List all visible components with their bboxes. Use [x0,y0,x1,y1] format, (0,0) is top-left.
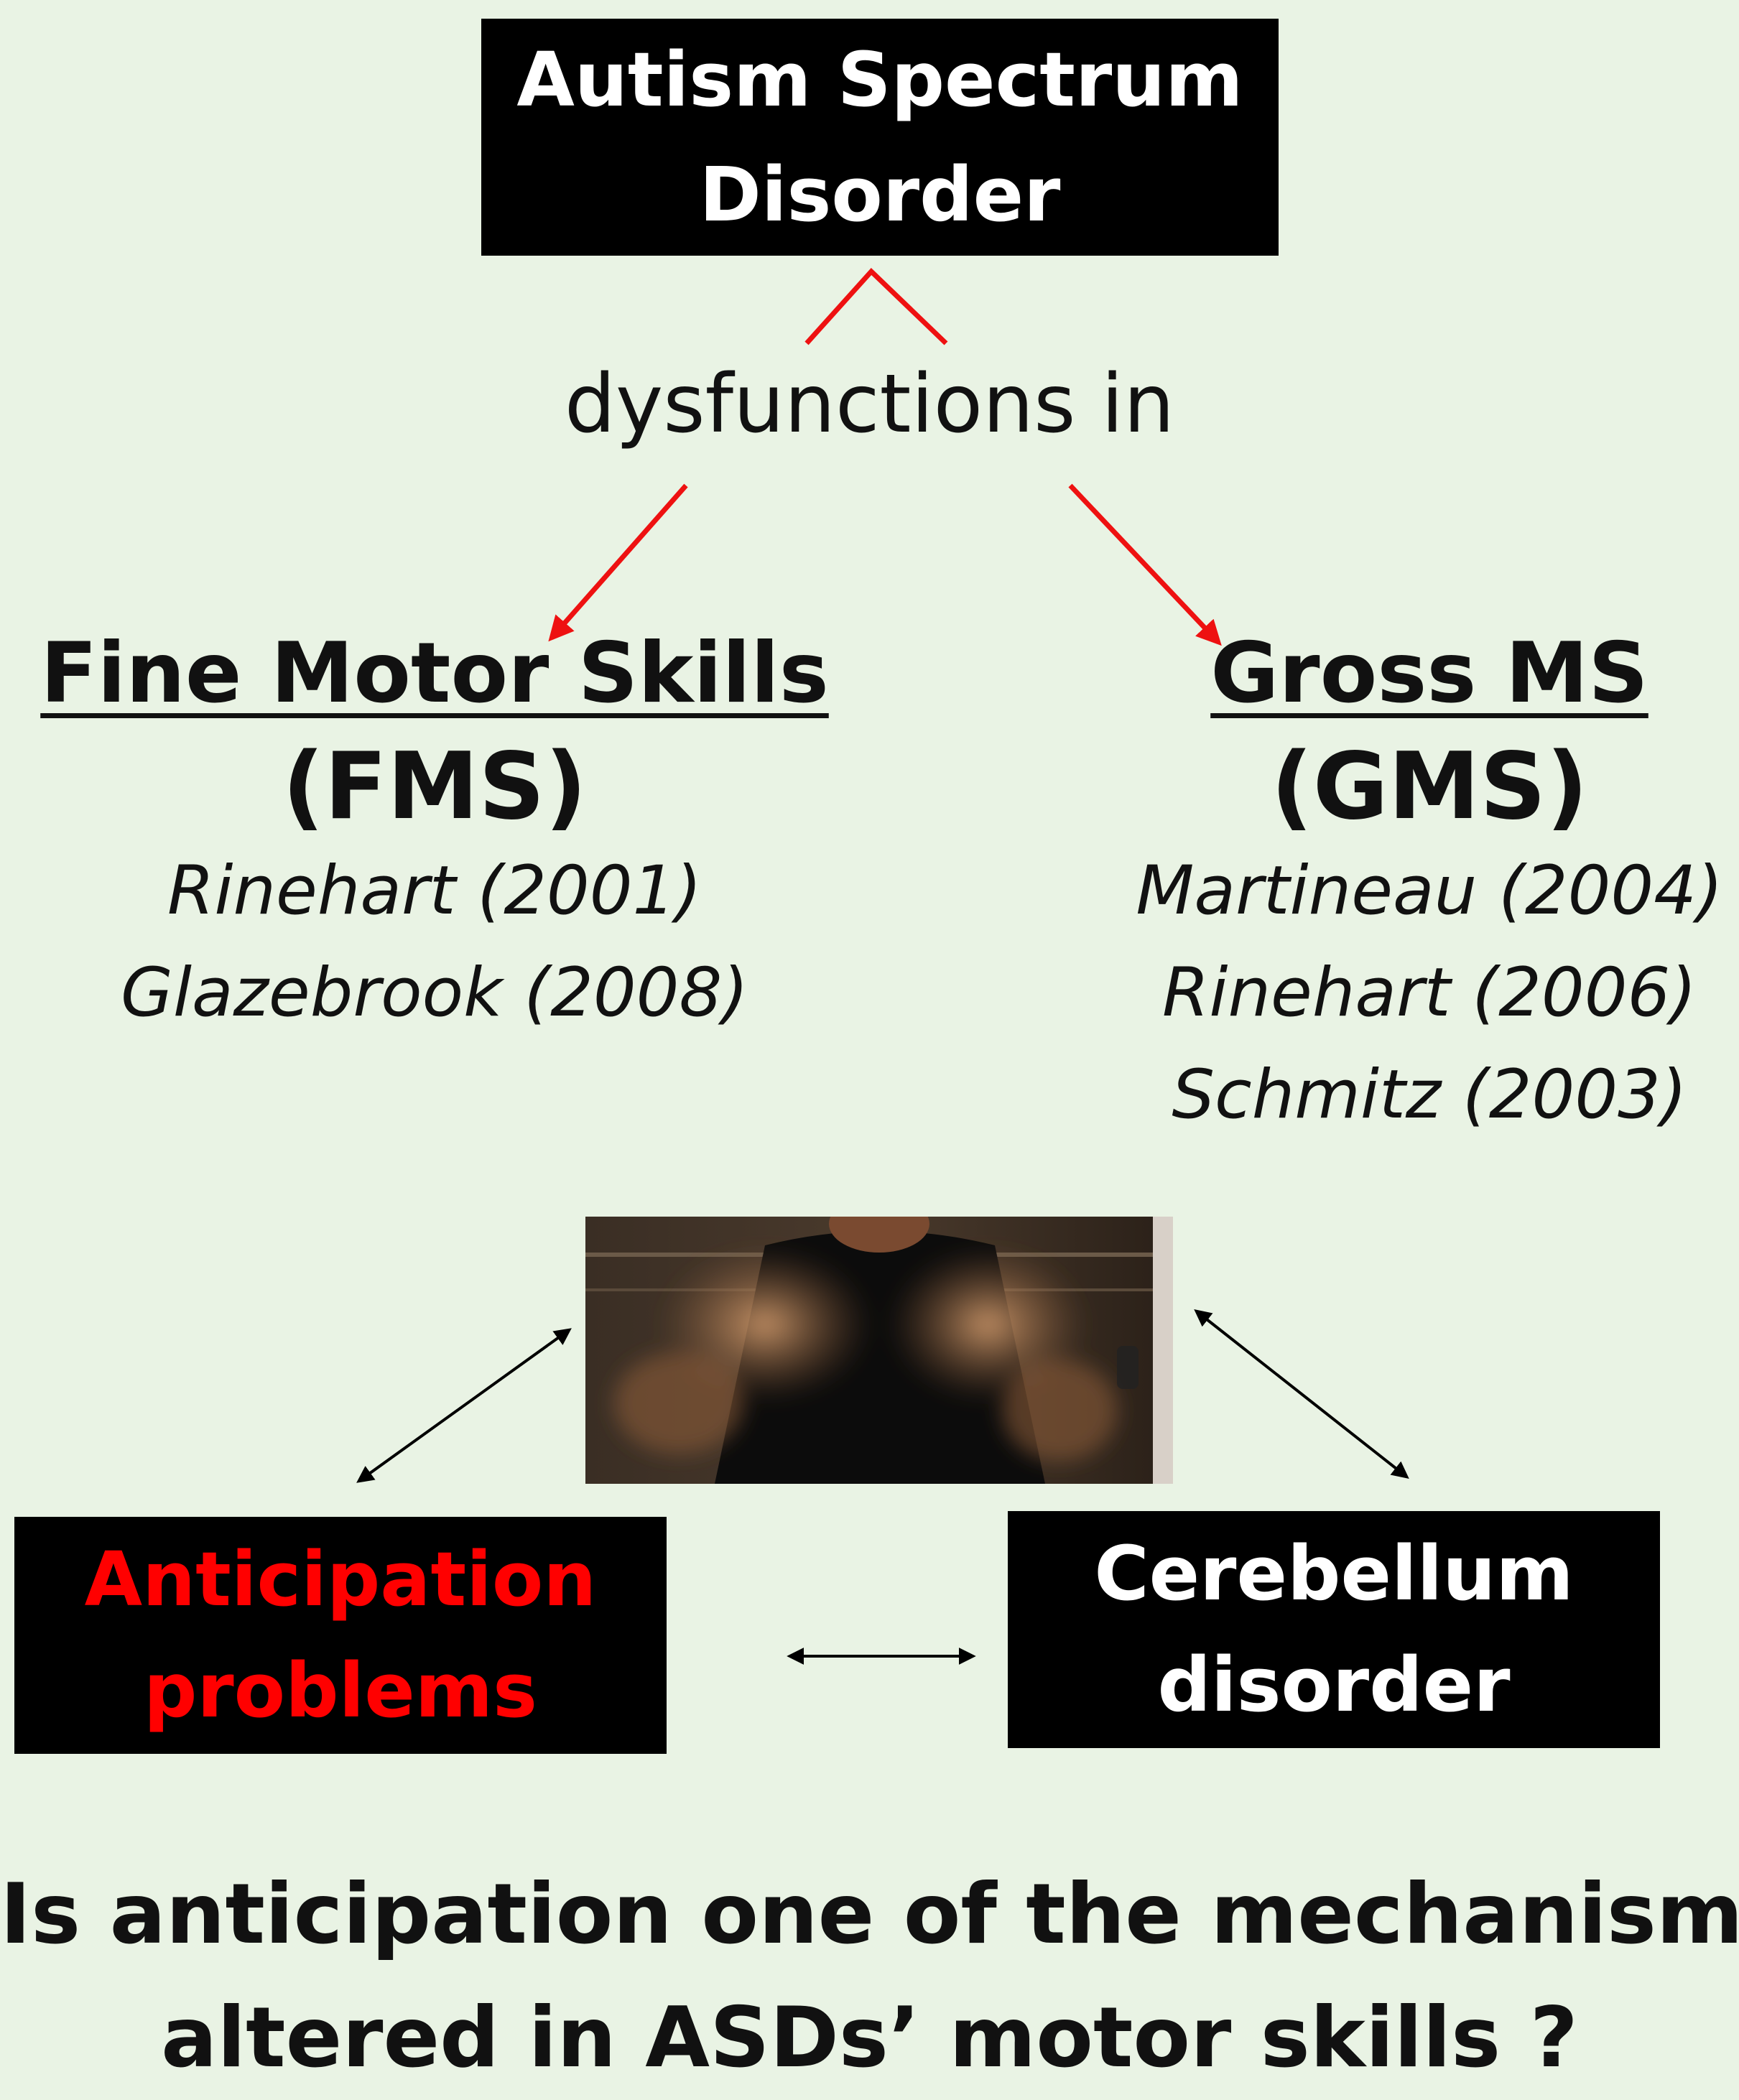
caret-lines [804,267,948,345]
cerebellum-line1: Cerebellum [1094,1530,1574,1617]
asd-title-line2: Disorder [699,151,1061,238]
question-line1: Is anticipation one of the mechanisms [0,1866,1739,1963]
gms-citation: Martineau (2004) [1136,852,1723,930]
fms-column: Fine Motor Skills (FMS) Rinehart (2001) … [0,625,869,1044]
research-question: Is anticipation one of the mechanisms al… [0,1853,1739,2100]
cerebellum-line2: disorder [1157,1641,1511,1729]
fms-citation: Rinehart (2001) [167,852,702,930]
arrow-photo-anticipation [356,1328,572,1483]
arrow-to-fms [548,483,688,642]
anticipation-line1: Anticipation [84,1535,597,1623]
arrow-photo-cerebellum [1194,1309,1409,1479]
fms-abbr: (FMS) [282,733,587,840]
gms-citation: Rinehart (2006) [1162,954,1697,1032]
anticipation-line2: problems [143,1647,538,1734]
gms-citation: Schmitz (2003) [1172,1056,1687,1134]
cerebellum-box: Cerebellum disorder [1008,1511,1660,1748]
fms-heading: Fine Motor Skills [40,625,829,722]
anticipation-box: Anticipation problems [14,1517,667,1754]
connector-label: dysfunctions in [564,358,1175,451]
gms-heading: Gross MS [1210,625,1648,722]
motion-photo [585,1217,1173,1484]
motion-photo-image [585,1217,1173,1484]
fms-citation: Glazebrook (2008) [121,954,748,1032]
asd-title-line1: Autism Spectrum [516,36,1243,124]
question-line2: altered in ASDs’ motor skills ? [161,1989,1578,2086]
gms-column: Gross MS (GMS) Martineau (2004) Rinehart… [948,625,1739,1146]
gms-abbr: (GMS) [1271,733,1588,840]
arrow-to-gms [1068,483,1222,646]
asd-box: Autism Spectrum Disorder [481,19,1279,256]
